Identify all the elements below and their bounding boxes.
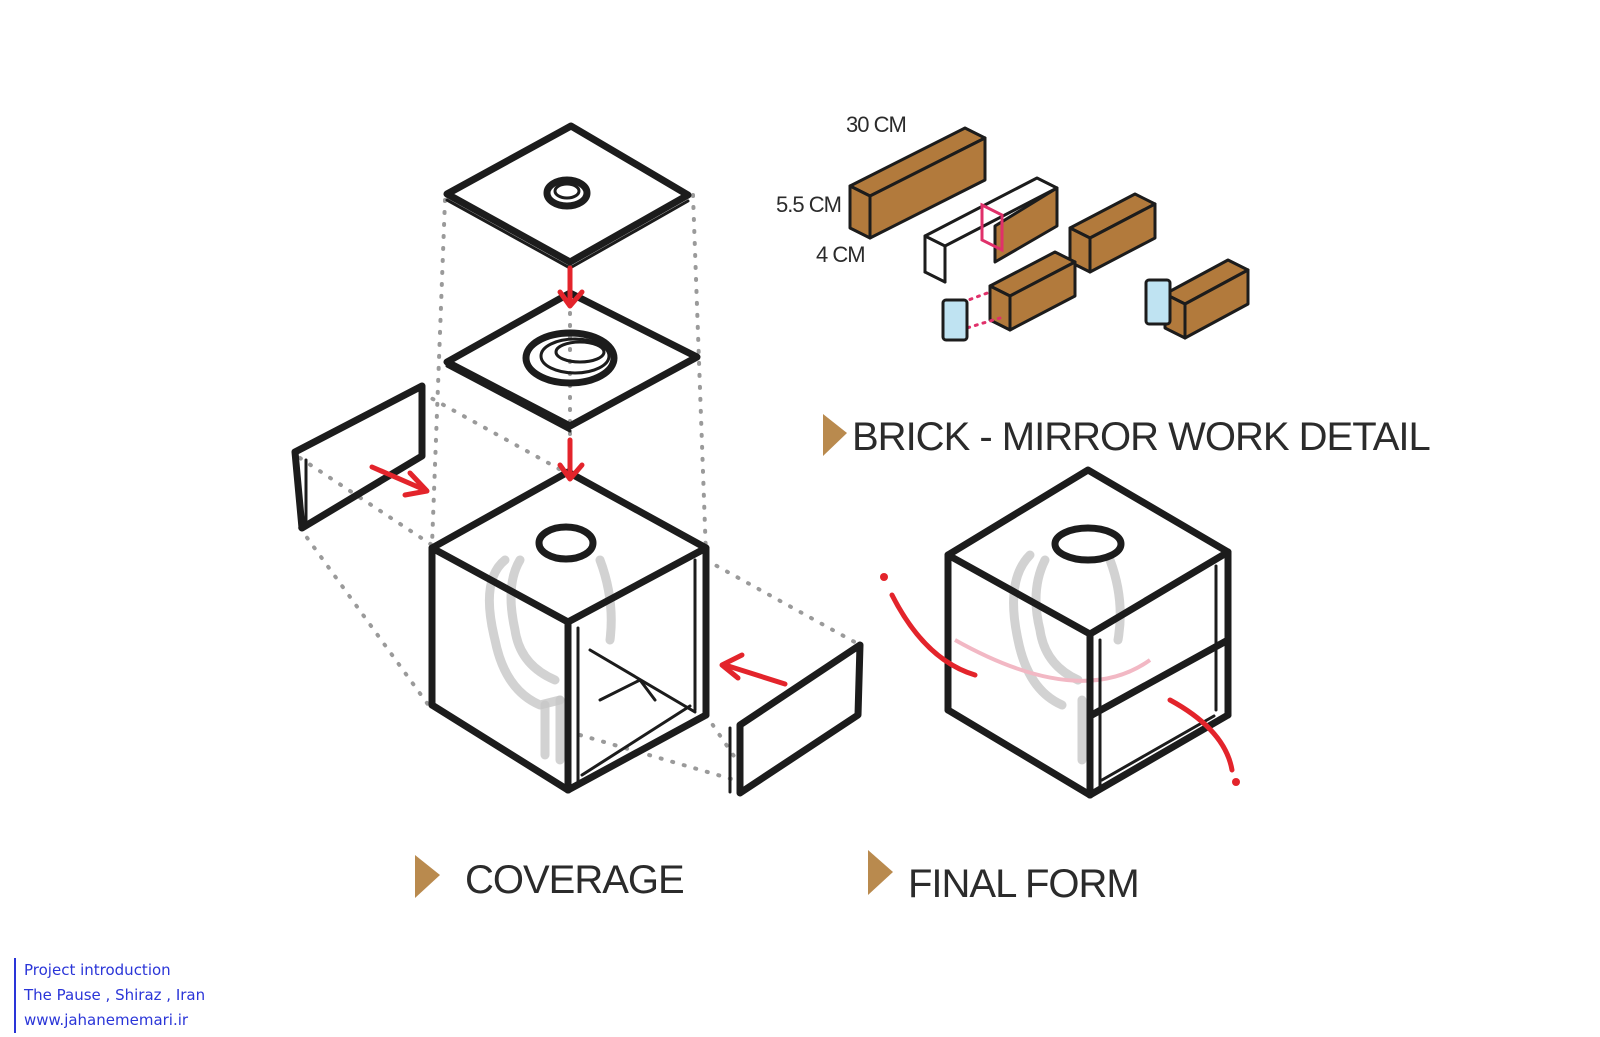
credits-line-intro: Project introduction: [24, 961, 171, 979]
mirror-tile-b: [1144, 278, 1172, 326]
final-form-marker: [868, 850, 893, 895]
assembly-arrows: [369, 265, 788, 687]
credits-line-website: www.jahanememari.ir: [24, 1011, 189, 1029]
final-form-view: [880, 466, 1240, 799]
projection-lines: [298, 193, 862, 782]
roof-slab-top: [443, 122, 692, 270]
final-seat-ghost: [1009, 550, 1125, 765]
roof-slab-middle: [443, 289, 701, 433]
brick-detail-title: BRICK - MIRROR WORK DETAIL: [852, 415, 1430, 459]
detail-title-marker: [823, 414, 847, 456]
dimension-height-label: 5.5 CM: [776, 192, 841, 217]
brick-short-b: [953, 250, 1077, 332]
brick-mirror-detail: 30 CM 5.5 CM 4 CM BRICK - MIRROR WORK DE…: [776, 112, 1431, 459]
coverage-cube: [428, 468, 710, 794]
coverage-marker: [415, 855, 440, 898]
side-panel-left: [291, 382, 426, 532]
dimension-length-label: 30 CM: [846, 112, 906, 137]
mirror-tile-a: [941, 298, 969, 342]
dimension-width-label: 4 CM: [816, 242, 865, 267]
final-pink-curve: [954, 638, 1152, 683]
brick-long: [848, 126, 987, 240]
credits-line-location: The Pause , Shiraz , Iran: [24, 986, 206, 1004]
side-panel-right: [728, 641, 864, 797]
coverage-exploded-view: [291, 122, 864, 797]
brick-short-a: [1068, 192, 1157, 274]
brick-short-c: [1163, 258, 1250, 340]
final-red-sweep: [880, 573, 1240, 786]
coverage-label: COVERAGE: [465, 858, 684, 902]
final-form-label: FINAL FORM: [908, 862, 1139, 906]
brick-cut-frame: [923, 176, 1059, 284]
project-credits: Project introduction The Pause , Shiraz …: [14, 958, 205, 1033]
